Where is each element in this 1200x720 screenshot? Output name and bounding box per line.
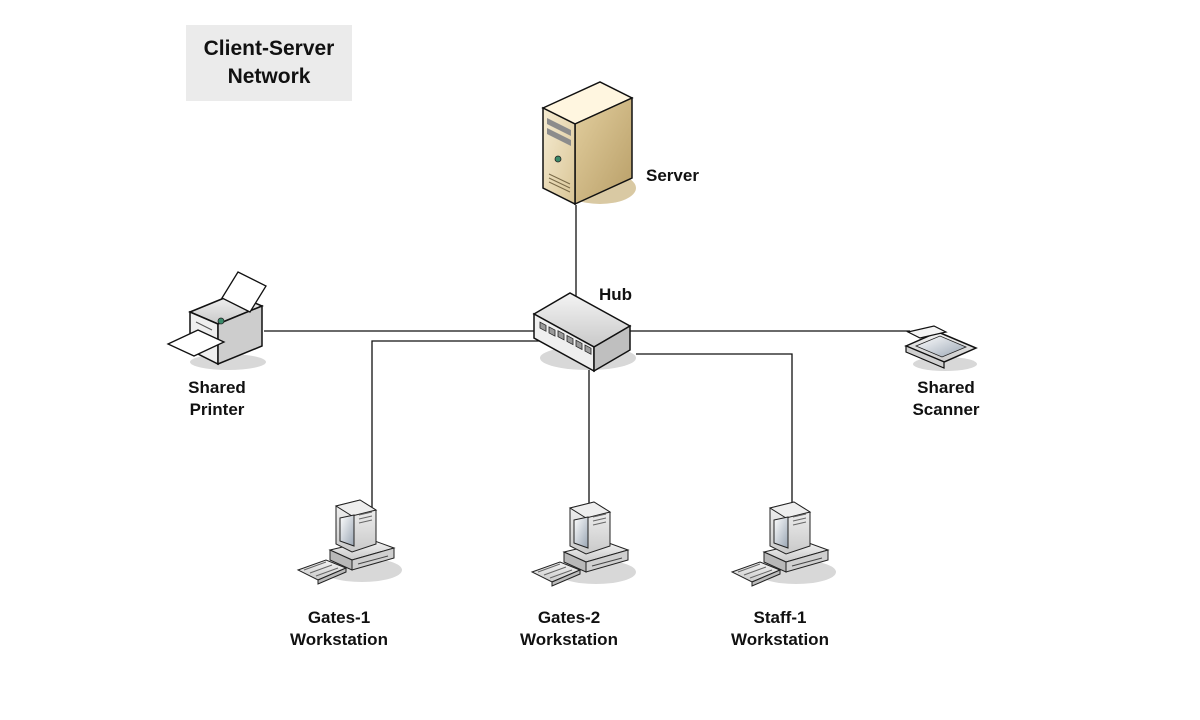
ws-gates1-label: Gates-1 Workstation: [290, 608, 388, 649]
server-icon[interactable]: [541, 81, 636, 206]
title-line-2: Network: [227, 65, 311, 88]
workstation-gates1-icon[interactable]: [297, 499, 403, 585]
link-hub-gates1: [371, 340, 545, 510]
printer-icon[interactable]: [166, 271, 267, 370]
hub-icon[interactable]: [532, 292, 636, 373]
ws-gates2-label: Gates-2 Workstation: [520, 608, 618, 649]
hub-label: Hub: [599, 285, 633, 304]
ws-staff1-label: Staff-1 Workstation: [731, 608, 829, 649]
scanner-icon[interactable]: [904, 325, 978, 371]
link-hub-staff1: [636, 353, 793, 508]
server-label: Server: [646, 166, 699, 185]
workstation-gates2-icon[interactable]: [531, 501, 637, 587]
printer-label: Shared Printer: [188, 378, 246, 419]
diagram-title: Client-Server Network: [186, 25, 352, 101]
scanner-label: Shared Scanner: [912, 378, 980, 419]
workstation-staff1-icon[interactable]: [731, 501, 837, 587]
title-line-1: Client-Server: [203, 37, 335, 60]
connection-lines: [264, 205, 910, 510]
